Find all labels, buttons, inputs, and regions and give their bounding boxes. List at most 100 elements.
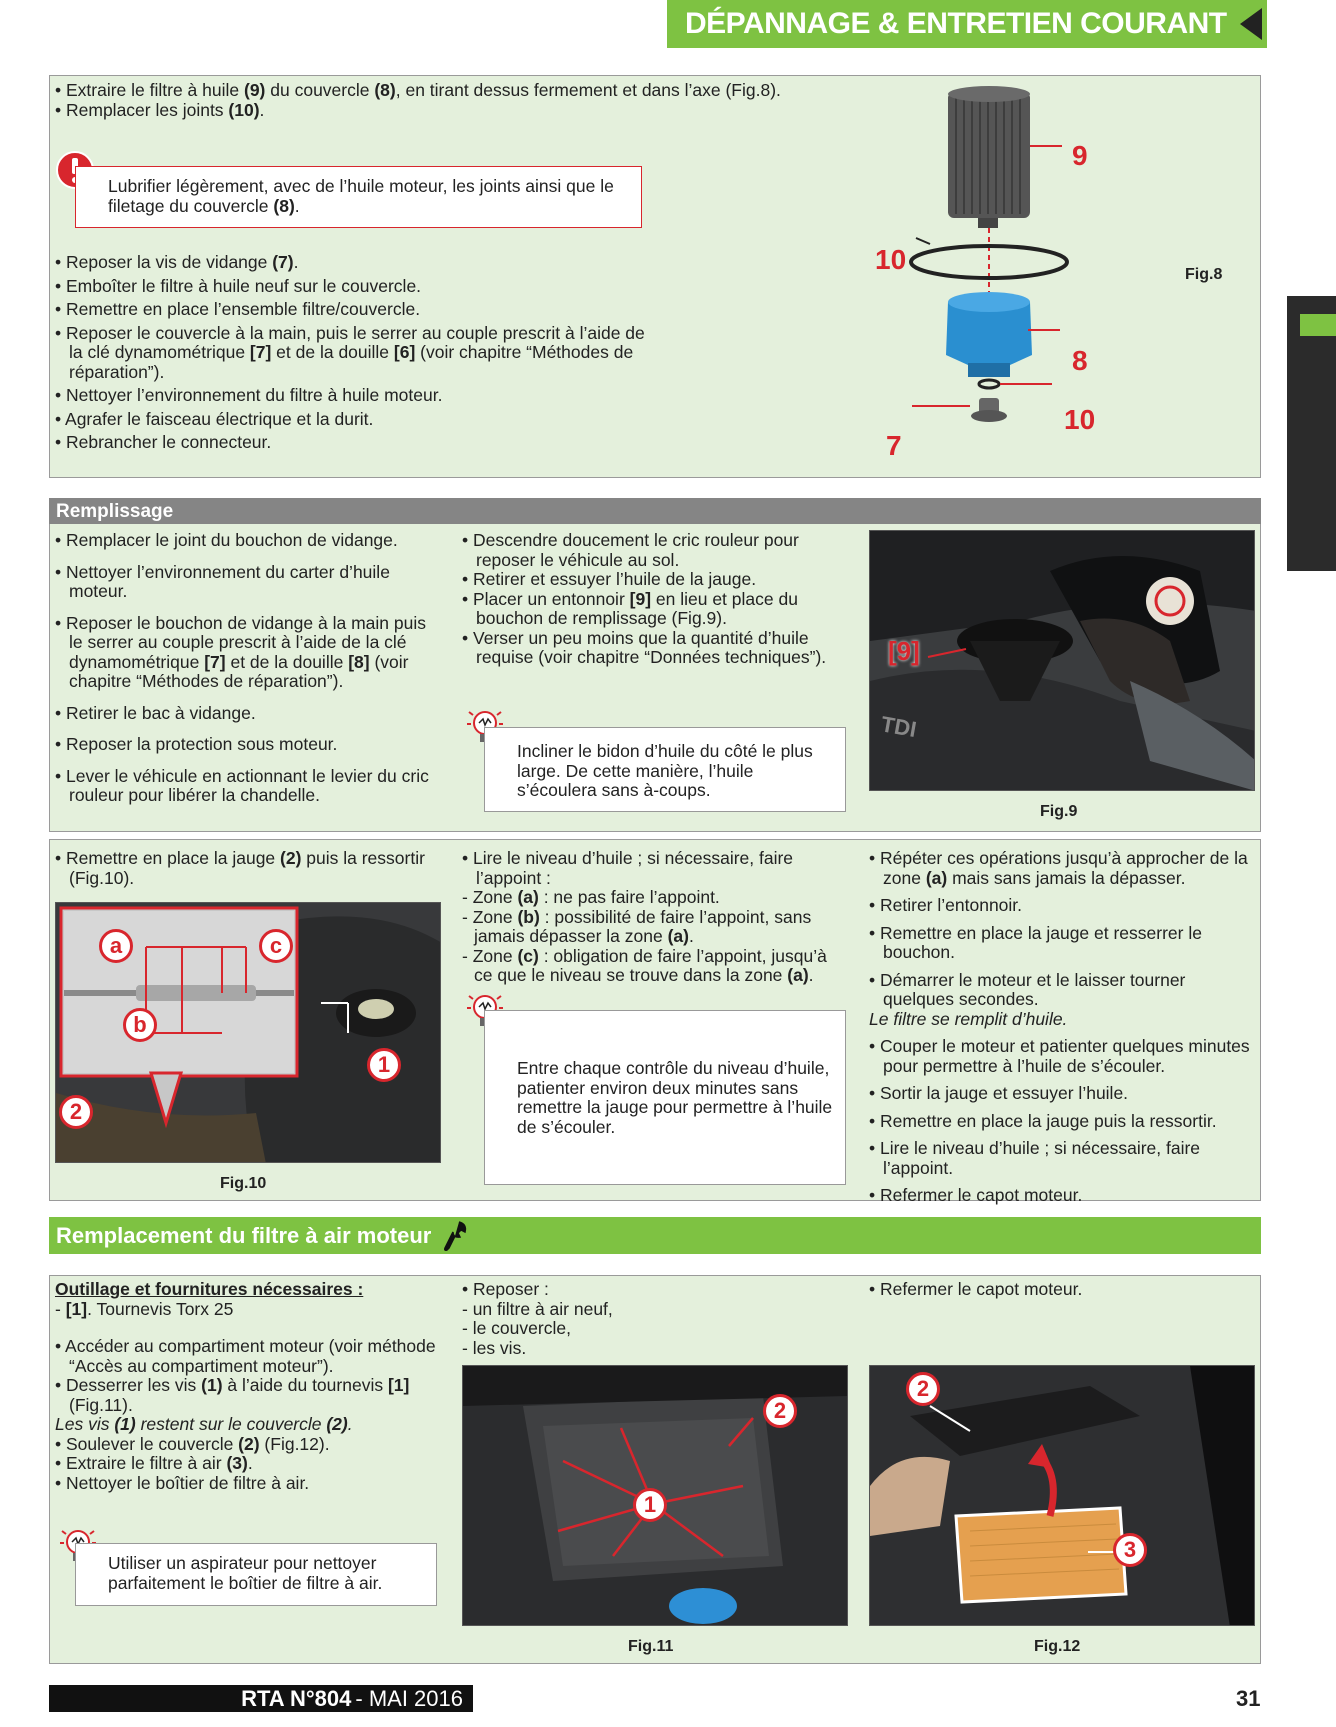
step: Remettre en place la jauge (2) puis la r…: [55, 848, 438, 888]
air-filter-element: [954, 1506, 1128, 1604]
side-tab: [1287, 296, 1336, 571]
fig8-label-10-ring: 10: [875, 244, 907, 275]
fig9-engine-text: TDI: [879, 711, 918, 742]
step: Remettre en place la jauge puis la resso…: [869, 1111, 1254, 1132]
step: Nettoyer l’environnement du carter d’hui…: [55, 562, 438, 602]
footer-bar: RTA N°804 - MAI 2016: [49, 1685, 473, 1712]
step: Reposer la vis de vidange (7).: [55, 252, 655, 273]
step: Reposer :: [462, 1279, 847, 1300]
fig8-label-10-seal: 10: [1064, 404, 1096, 435]
step: Lever le véhicule en actionnant le levie…: [55, 766, 438, 806]
fig10-caption: Fig.10: [220, 1175, 267, 1192]
step: Répéter ces opérations jusqu’à approcher…: [869, 848, 1254, 888]
wrench-icon: [444, 1220, 467, 1251]
step: Retirer et essuyer l’huile de la jauge.: [462, 569, 847, 590]
remplissage-col2: Descendre doucement le cric rouleur pour…: [462, 530, 847, 668]
step: Remettre en place l’ensemble filtre/couv…: [55, 299, 655, 320]
step: Soulever le couvercle (2) (Fig.12).: [55, 1434, 445, 1455]
step: Sortir la jauge et essuyer l’huile.: [869, 1083, 1254, 1104]
step: Retirer l’entonnoir.: [869, 895, 1254, 916]
fig10-label-2: 2: [59, 1095, 93, 1129]
tools-title: Outillage et fournitures nécessaires :: [55, 1279, 364, 1299]
air-filter-heading-text: Remplacement du filtre à air moteur: [56, 1222, 432, 1248]
remplissage-col1: Remplacer le joint du bouchon de vidange…: [55, 530, 438, 806]
filter-cover: [946, 293, 1032, 365]
fig12-caption: Fig.12: [1034, 1638, 1081, 1655]
page-number: 31: [1236, 1686, 1261, 1711]
step-sub: un filtre à air neuf,: [462, 1299, 847, 1320]
remplissage-tip: Incliner le bidon d’huile du côté le plu…: [484, 727, 846, 812]
step: Verser un peu moins que la quantité d’hu…: [462, 628, 847, 668]
step: Retirer le bac à vidange.: [55, 703, 438, 724]
fig9-caption: Fig.9: [1040, 803, 1078, 820]
step: Refermer le capot moteur.: [869, 1279, 1254, 1300]
fig10-photo: [55, 902, 441, 1163]
step: Démarrer le moteur et le laisser tourner…: [869, 970, 1254, 1010]
fig8-caption: Fig.8: [1185, 266, 1223, 283]
zone-item: Zone (b) : possibilité de faire l’appoin…: [462, 907, 847, 947]
step: Couper le moteur et patienter quelques m…: [869, 1036, 1254, 1076]
italic-note: Les vis (1) restent sur le couvercle (2)…: [55, 1414, 353, 1434]
air-filter-col3: Refermer le capot moteur.: [869, 1279, 1254, 1300]
step: Reposer la protection sous moteur.: [55, 734, 438, 755]
italic-note: Le filtre se remplit d’huile.: [869, 1008, 1068, 1029]
step: Desserrer les vis (1) à l’aide du tourne…: [55, 1375, 445, 1415]
step-sub: le couvercle,: [462, 1318, 847, 1339]
fig10-label-1: 1: [367, 1048, 401, 1082]
step: Lire le niveau d’huile ; si nécessaire, …: [869, 1138, 1254, 1178]
remplissage-heading: Remplissage: [49, 498, 1261, 524]
step: Extraire le filtre à huile (9) du couver…: [55, 80, 845, 101]
step: Placer un entonnoir [9] en lieu et place…: [462, 589, 847, 629]
fig10-label-b: b: [123, 1008, 157, 1042]
footer-date: - MAI 2016: [355, 1685, 463, 1711]
dipstick-col2: Lire le niveau d’huile ; si nécessaire, …: [462, 848, 847, 986]
fig9-label: [9]: [888, 636, 920, 666]
step-sub: les vis.: [462, 1338, 847, 1359]
step: Remettre en place la jauge et resserrer …: [869, 923, 1254, 963]
air-filter-col1: Outillage et fournitures nécessaires : […: [55, 1279, 445, 1494]
fig10-label-a: a: [99, 929, 133, 963]
step: Reposer le bouchon de vidange à la main …: [55, 613, 438, 692]
step: Descendre doucement le cric rouleur pour…: [462, 530, 847, 570]
fig10-label-c: c: [259, 929, 293, 963]
step: Extraire le filtre à air (3).: [55, 1453, 445, 1474]
fig11-caption: Fig.11: [628, 1638, 674, 1655]
side-tab-accent: [1300, 314, 1336, 336]
fig12-photo: [869, 1365, 1255, 1626]
air-filter-heading: Remplacement du filtre à air moteur: [49, 1217, 1261, 1254]
fig9-photo: TDI: [869, 530, 1255, 791]
zone-item: Zone (a) : ne pas faire l’appoint.: [462, 887, 847, 908]
fig12-label-2: 2: [906, 1372, 940, 1406]
step: Agrafer le faisceau électrique et la dur…: [55, 409, 655, 430]
air-filter-col2: Reposer : un filtre à air neuf, le couve…: [462, 1279, 847, 1359]
fig8-label-9: 9: [1072, 140, 1088, 171]
step: Remplacer le joint du bouchon de vidange…: [55, 530, 438, 551]
step: Emboîter le filtre à huile neuf sur le c…: [55, 276, 655, 297]
o-ring: [909, 244, 1069, 280]
fig12-label-3: 3: [1113, 1533, 1147, 1567]
fig8-label-8: 8: [1072, 345, 1088, 376]
step: Refermer le capot moteur.: [869, 1185, 1254, 1206]
dipstick-tip: Entre chaque contrôle du niveau d’huile,…: [484, 1010, 846, 1185]
step: Remplacer les joints (10).: [55, 100, 845, 121]
step: Nettoyer l’environnement du filtre à hui…: [55, 385, 655, 406]
air-filter-tip: Utiliser un aspirateur pour nettoyer par…: [75, 1543, 437, 1606]
step: Reposer le couvercle à la main, puis le …: [55, 323, 655, 383]
dipstick-col1: Remettre en place la jauge (2) puis la r…: [55, 848, 438, 888]
tool-item: [1]. Tournevis Torx 25: [55, 1299, 445, 1320]
top-steps-b: Reposer la vis de vidange (7). Emboîter …: [55, 252, 655, 453]
footer-magazine: RTA N°804: [241, 1685, 352, 1711]
fig11-label-1: 1: [633, 1488, 667, 1522]
step: Accéder au compartiment moteur (voir mét…: [55, 1336, 445, 1376]
page-header: DÉPANNAGE & ENTRETIEN COURANT: [667, 0, 1267, 48]
fig11-label-2: 2: [763, 1394, 797, 1428]
zone-item: Zone (c) : obligation de faire l’appoint…: [462, 946, 847, 986]
top-steps-a: Extraire le filtre à huile (9) du couver…: [55, 80, 845, 121]
warning-note: Lubrifier légèrement, avec de l’huile mo…: [75, 166, 642, 228]
fig8-label-7: 7: [886, 430, 902, 461]
step: Nettoyer le boîtier de filtre à air.: [55, 1473, 445, 1494]
step: Lire le niveau d’huile ; si nécessaire, …: [462, 848, 847, 888]
dipstick-col3: Répéter ces opérations jusqu’à approcher…: [869, 848, 1254, 1206]
page-header-title: DÉPANNAGE & ENTRETIEN COURANT: [685, 7, 1227, 40]
header-arrow-icon: [1240, 8, 1262, 40]
